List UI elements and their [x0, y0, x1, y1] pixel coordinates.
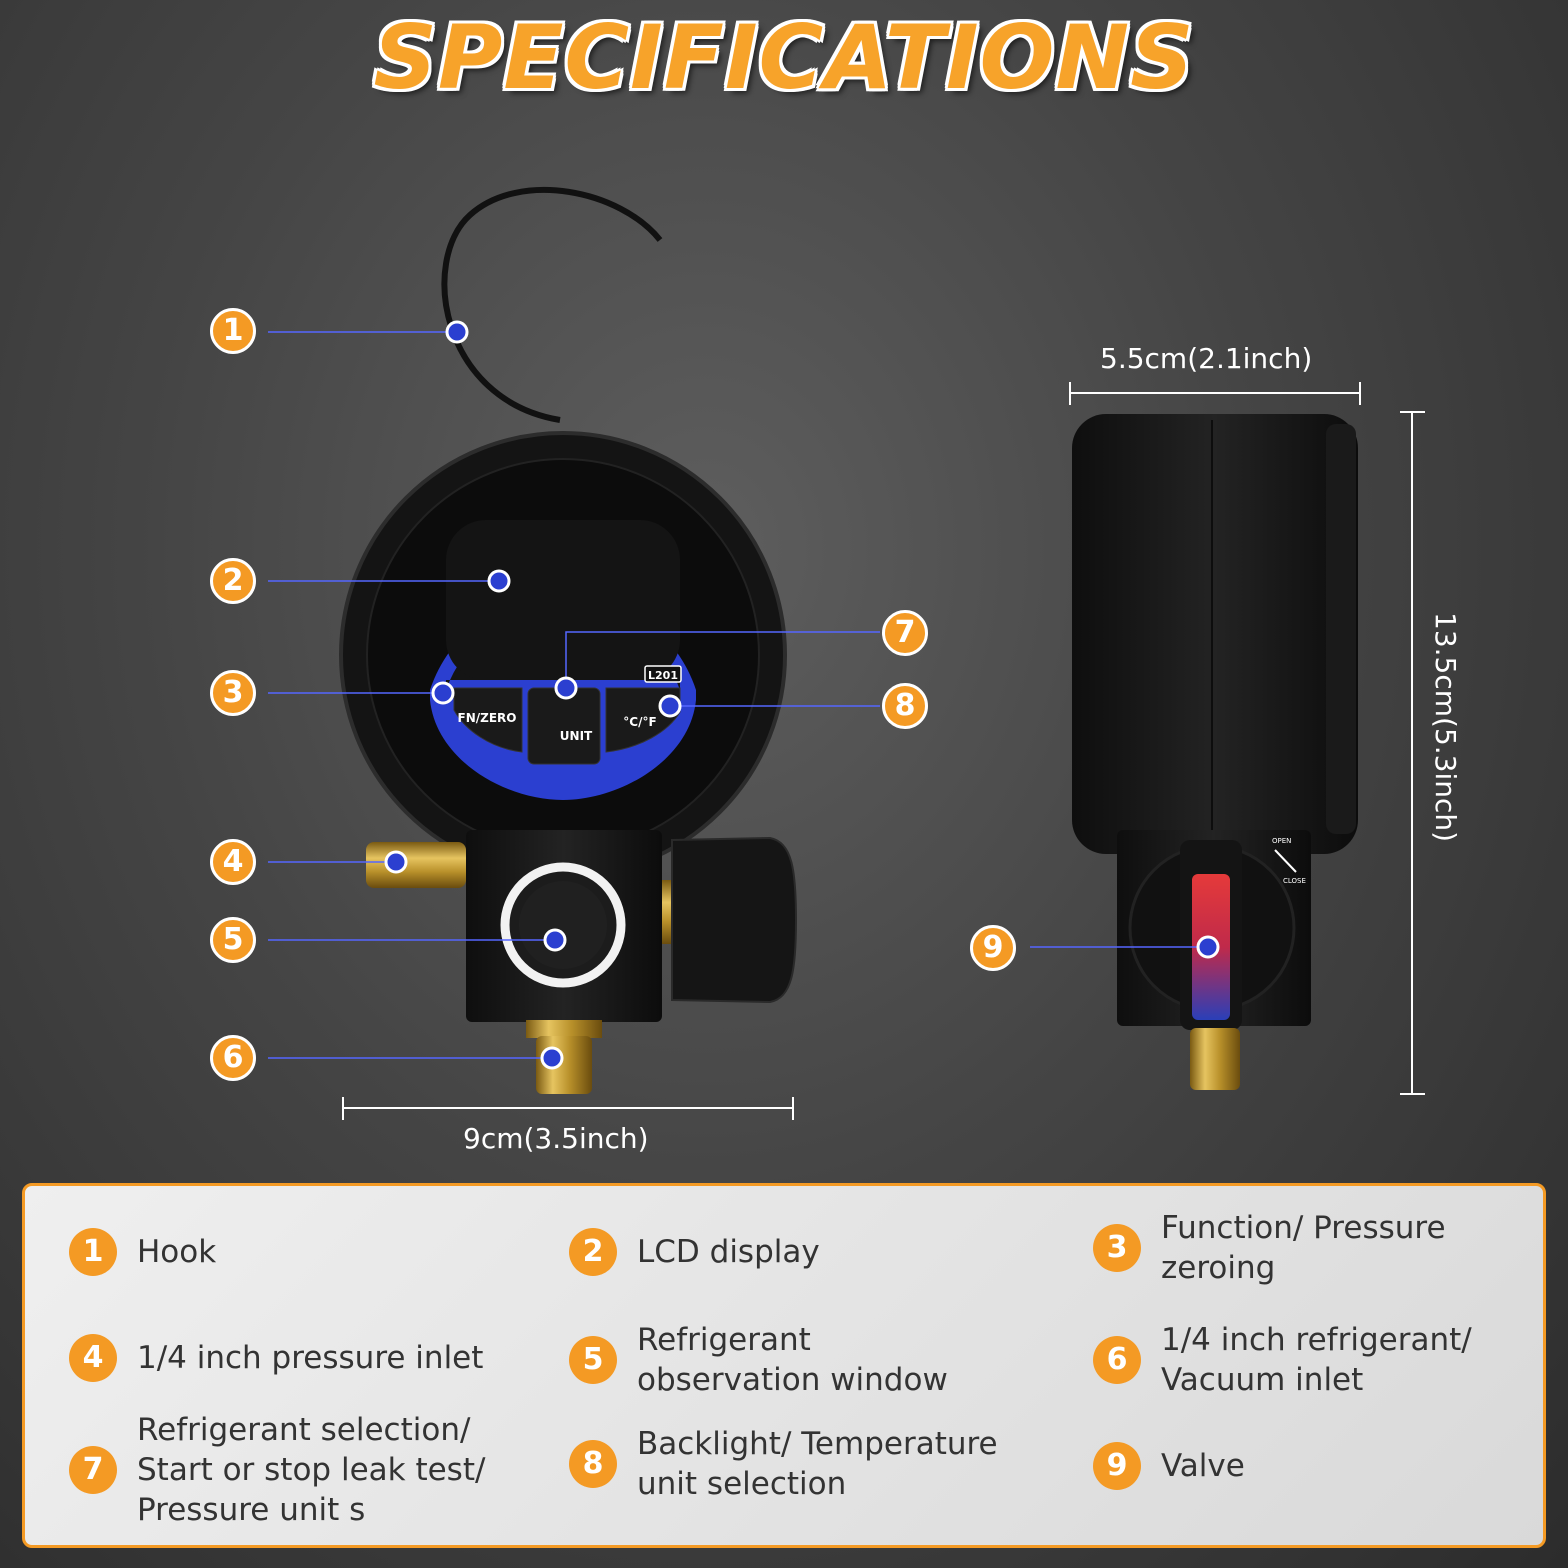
callout-8: 8	[882, 683, 928, 729]
callout-1: 1	[210, 308, 256, 354]
callout-4: 4	[210, 839, 256, 885]
page-title: SPECIFICATIONS	[373, 6, 1195, 109]
hook	[441, 186, 663, 423]
spec-item-6: 6 1/4 inch refrigerant/ Vacuum inlet	[1093, 1320, 1472, 1400]
callout-7: 7	[882, 610, 928, 656]
spec-number: 3	[1093, 1224, 1141, 1272]
spec-label: Valve	[1161, 1448, 1245, 1484]
spec-item-4: 4 1/4 inch pressure inlet	[69, 1334, 483, 1382]
spec-item-1: 1 Hook	[69, 1228, 216, 1276]
valve-knob	[671, 836, 798, 1004]
spec-number: 9	[1093, 1442, 1141, 1490]
temp-label: °C/°F	[623, 715, 656, 729]
spec-number: 2	[569, 1228, 617, 1276]
pressure-inlet	[366, 842, 466, 888]
fn-zero-button[interactable]	[453, 687, 523, 753]
spec-label: 1/4 inch refrigerant/ Vacuum inlet	[1161, 1322, 1472, 1398]
spec-legend-panel: 1 Hook 2 LCD display 3 Function/ Pressur…	[22, 1183, 1546, 1548]
marker-dots	[384, 320, 1220, 1070]
leader-lines	[268, 331, 1208, 1059]
callout-9: 9	[970, 925, 1016, 971]
spec-number: 7	[69, 1446, 117, 1494]
unit-label: UNIT	[560, 729, 593, 743]
callout-2: 2	[210, 558, 256, 604]
spec-item-7: 7 Refrigerant selection/ Start or stop l…	[69, 1410, 485, 1530]
spec-label: Backlight/ Temperature unit selection	[637, 1426, 998, 1502]
spec-item-8: 8 Backlight/ Temperature unit selection	[569, 1424, 998, 1504]
spec-label: Refrigerant observation window	[637, 1322, 948, 1398]
valve-open-label: OPEN	[1272, 837, 1291, 845]
callout-6: 6	[210, 1035, 256, 1081]
spec-item-5: 5 Refrigerant observation window	[569, 1320, 948, 1400]
spec-label: LCD display	[637, 1234, 820, 1270]
unit-button[interactable]	[527, 687, 601, 765]
spec-item-9: 9 Valve	[1093, 1442, 1245, 1490]
callout-3: 3	[210, 670, 256, 716]
callout-5: 5	[210, 917, 256, 963]
spec-item-2: 2 LCD display	[569, 1228, 820, 1276]
fn-zero-label: FN/ZERO	[458, 711, 517, 725]
spec-label: 1/4 inch pressure inlet	[137, 1340, 484, 1376]
spec-label: Function/ Pressure zeroing	[1161, 1210, 1446, 1286]
dimension-width-side: 5.5cm(2.1inch)	[1100, 342, 1313, 375]
dimension-height: 13.5cm(5.3inch)	[1429, 612, 1462, 843]
spec-number: 6	[1093, 1336, 1141, 1384]
spec-number: 4	[69, 1334, 117, 1382]
spec-item-3: 3 Function/ Pressure zeroing	[1093, 1208, 1446, 1288]
spec-number: 1	[69, 1228, 117, 1276]
valve-close-label: CLOSE	[1283, 877, 1306, 885]
spec-number: 5	[569, 1336, 617, 1384]
dimension-lines	[342, 382, 1425, 1120]
model-label: L201	[648, 669, 678, 682]
spec-number: 8	[569, 1440, 617, 1488]
dimension-width-front: 9cm(3.5inch)	[463, 1122, 649, 1155]
side-gauge-body	[1072, 414, 1358, 854]
spec-label: Refrigerant selection/ Start or stop lea…	[137, 1412, 486, 1528]
spec-label: Hook	[137, 1234, 217, 1270]
